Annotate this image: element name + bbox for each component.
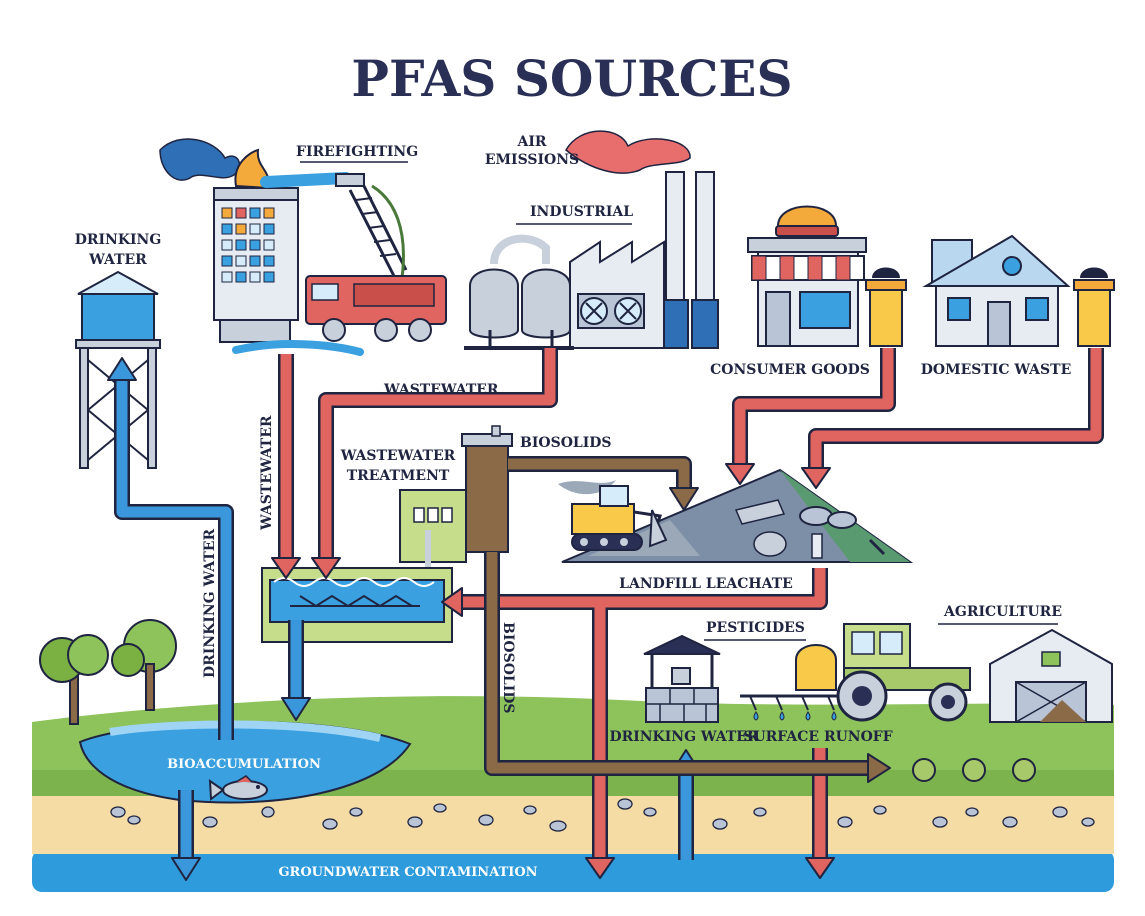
- fire-truck-icon: [260, 172, 447, 342]
- label-consumer-goods: CONSUMER GOODS: [710, 362, 870, 378]
- label-domestic-waste: DOMESTIC WASTE: [921, 362, 1072, 378]
- label-landfill-leachate: LANDFILL LEACHATE: [619, 576, 793, 592]
- page-title: PFAS SOURCES: [351, 49, 792, 108]
- barn-icon: [989, 628, 1113, 723]
- treatment-plant-icon: [261, 425, 513, 643]
- label-drinking-water-tower-2: WATER: [88, 252, 147, 268]
- groundwater-layer: [32, 850, 1114, 892]
- label-agriculture: AGRICULTURE: [943, 604, 1062, 620]
- biosolids-arrowheads: [669, 487, 891, 783]
- bulldozer-icon: [558, 480, 668, 551]
- trash-bin-icon-2: [1073, 267, 1115, 347]
- label-biosolids-top: BIOSOLIDS: [520, 435, 612, 451]
- label-drinking-water-tower-1: DRINKING: [75, 232, 162, 248]
- label-air-emissions-2: EMISSIONS: [485, 152, 579, 168]
- house-icon: [922, 234, 1071, 347]
- label-wastewater-industrial: WASTEWATER: [383, 382, 499, 398]
- label-air-emissions-1: AIR: [516, 134, 546, 150]
- pfas-arrowheads: [271, 463, 835, 879]
- shop-icon: [747, 205, 867, 347]
- label-drinking-water-vertical: DRINKING WATER: [202, 529, 218, 678]
- burning-building-icon: [159, 138, 364, 356]
- water-tower-icon: [75, 270, 161, 469]
- label-industrial: INDUSTRIAL: [530, 204, 633, 220]
- trash-bin-icon: [865, 267, 907, 347]
- tree-icon: [39, 619, 177, 725]
- lake: [78, 720, 412, 804]
- label-bioaccumulation: BIOACCUMULATION: [167, 757, 321, 772]
- label-wastewater-vertical: WASTEWATER: [259, 415, 275, 531]
- well-icon: [643, 634, 721, 723]
- label-pesticides: PESTICIDES: [706, 620, 805, 636]
- crop-icon: [912, 758, 1036, 782]
- label-surface-runoff: SURFACE RUNOFF: [743, 729, 892, 745]
- label-groundwater: GROUNDWATER CONTAMINATION: [278, 865, 537, 880]
- label-wastewater-treatment-1: WASTEWATER: [340, 448, 456, 464]
- landfill-icon: [561, 468, 914, 563]
- label-wastewater-treatment-2: TREATMENT: [347, 468, 450, 484]
- factory-icon: [464, 130, 719, 350]
- fish-icon: [208, 775, 268, 801]
- tractor-icon: [740, 623, 971, 722]
- label-drinking-water-well: DRINKING WATER: [609, 729, 758, 745]
- label-biosolids-vertical: BIOSOLIDS: [500, 622, 516, 714]
- label-firefighting: FIREFIGHTING: [296, 144, 418, 160]
